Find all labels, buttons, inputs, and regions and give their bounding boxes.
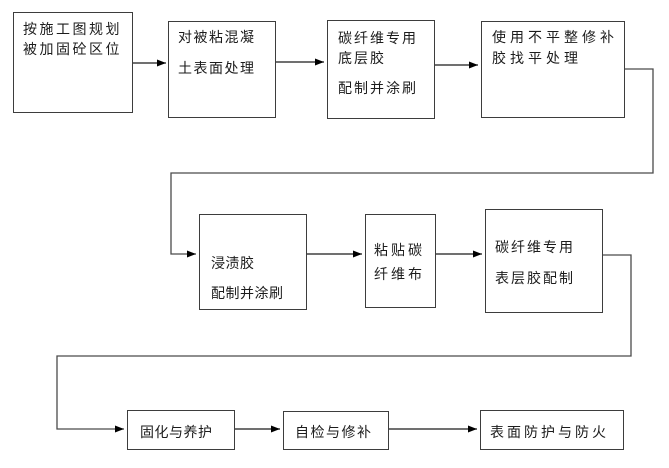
node-text-line: 土表面处理 bbox=[178, 61, 256, 77]
flow-node-leveling-repair: 使用不平整修补 胶找平处理 bbox=[481, 21, 625, 118]
node-text-line: 自检与修补 bbox=[295, 425, 373, 441]
node-text-line: 被加固砼区位 bbox=[23, 42, 122, 58]
node-text-line: 碳纤维专用 bbox=[338, 31, 418, 47]
flow-node-plan-reinforcement-area: 按施工图规划 被加固砼区位 bbox=[13, 12, 133, 113]
flow-node-top-coat-adhesive: 碳纤维专用 表层胶配制 bbox=[485, 209, 603, 313]
node-text-line: 纤维布 bbox=[374, 267, 425, 283]
node-text-line: 对被粘混凝 bbox=[178, 30, 256, 46]
node-text-line: 浸渍胶 bbox=[211, 256, 255, 272]
flow-node-primer-adhesive: 碳纤维专用 底层胶 配制并涂刷 bbox=[327, 20, 435, 119]
node-text-line: 固化与养护 bbox=[140, 425, 213, 441]
node-text-line: 粘贴碳 bbox=[374, 243, 425, 259]
flow-node-impregnating-adhesive: 浸渍胶 配制并涂刷 bbox=[199, 214, 307, 310]
node-text-line: 表面防护与防火 bbox=[490, 425, 609, 441]
flow-node-curing-and-maintenance: 固化与养护 bbox=[127, 410, 235, 450]
node-text-line: 使用不平整修补 bbox=[492, 30, 618, 46]
node-text-line: 胶找平处理 bbox=[492, 51, 582, 67]
flow-node-concrete-surface-treatment: 对被粘混凝 土表面处理 bbox=[168, 21, 276, 118]
flow-node-self-inspection-and-repair: 自检与修补 bbox=[283, 411, 389, 450]
node-text-line: 配制并涂刷 bbox=[211, 286, 284, 302]
node-text-line: 底层胶 bbox=[338, 51, 386, 67]
node-text-line: 表层胶配制 bbox=[495, 271, 575, 287]
flow-node-paste-carbon-fiber-cloth: 粘贴碳 纤维布 bbox=[365, 214, 436, 308]
node-text-line: 碳纤维专用 bbox=[495, 240, 575, 256]
flow-node-surface-fire-protection: 表面防护与防火 bbox=[480, 410, 624, 450]
node-text-line: 按施工图规划 bbox=[23, 22, 122, 38]
node-text-line: 配制并涂刷 bbox=[338, 81, 418, 97]
